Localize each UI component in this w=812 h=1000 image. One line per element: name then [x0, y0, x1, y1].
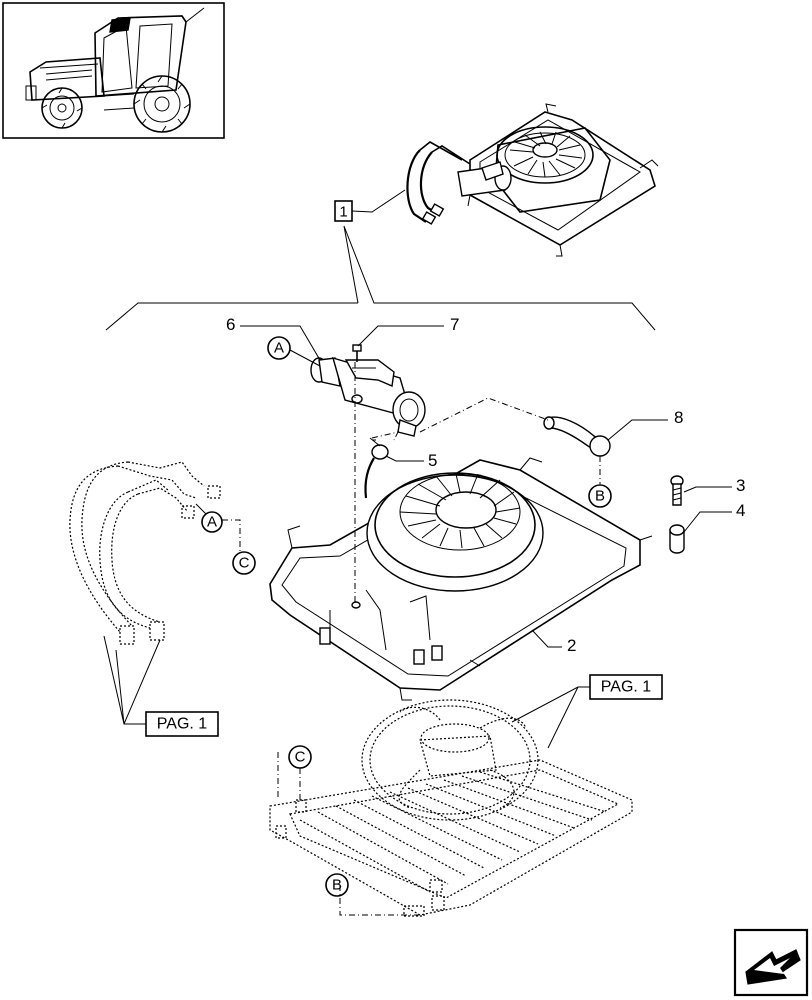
- callout-6-label: 6: [226, 315, 235, 334]
- callout-1-label: 1: [339, 204, 347, 221]
- assembled-unit-view: [406, 103, 659, 257]
- connector-a-top[interactable]: A: [267, 336, 321, 367]
- callout-4[interactable]: 4: [683, 501, 745, 533]
- connector-c-mid[interactable]: C: [232, 551, 256, 575]
- callout-8-label: 8: [674, 408, 683, 427]
- page-ref-left[interactable]: PAG. 1: [103, 635, 219, 737]
- condenser-fan-assembly: [269, 699, 633, 917]
- spacer-4: [669, 524, 685, 554]
- page-ref-left-label: PAG. 1: [157, 716, 207, 733]
- callout-2-label: 2: [567, 636, 576, 655]
- connector-a-top-label: A: [274, 340, 284, 357]
- callout-3[interactable]: 3: [683, 476, 745, 495]
- callout-4-label: 4: [736, 501, 745, 520]
- connector-c-bottom-label: C: [295, 749, 306, 766]
- callout-5[interactable]: 5: [385, 451, 437, 470]
- connector-b-top-label: B: [595, 488, 605, 505]
- callout-8[interactable]: 8: [607, 408, 683, 441]
- connector-a-left-label: A: [207, 514, 217, 531]
- ac-hoses: [69, 461, 221, 645]
- connector-a-left[interactable]: A: [195, 503, 223, 533]
- bolt-7: [352, 344, 362, 362]
- callout-6[interactable]: 6: [226, 315, 321, 361]
- page-ref-right[interactable]: PAG. 1: [511, 674, 663, 749]
- connector-c-bottom[interactable]: C: [288, 745, 312, 800]
- assembly-guide-lines: [222, 362, 601, 916]
- callout-2[interactable]: 2: [531, 629, 576, 655]
- tractor-thumbnail-icon[interactable]: [2, 2, 225, 139]
- callout-7-label: 7: [450, 315, 459, 334]
- connector-b-bottom[interactable]: B: [325, 873, 349, 897]
- callout-7[interactable]: 7: [357, 315, 459, 347]
- receiver-drier: [310, 356, 426, 437]
- screw-3: [670, 475, 684, 506]
- connector-c-mid-label: C: [239, 555, 250, 572]
- connector-b-bottom-label: B: [332, 877, 342, 894]
- next-page-arrow-icon[interactable]: [733, 928, 809, 997]
- callout-5-label: 5: [428, 451, 437, 470]
- callout-3-label: 3: [736, 476, 745, 495]
- fan-shroud-2: [269, 457, 653, 701]
- hose-5: [364, 437, 389, 499]
- callout-1[interactable]: 1: [334, 189, 406, 222]
- connector-b-top[interactable]: B: [588, 484, 612, 508]
- pipe-8: [543, 416, 611, 457]
- exploded-view-bracket: [105, 225, 656, 331]
- page-ref-right-label: PAG. 1: [601, 679, 651, 696]
